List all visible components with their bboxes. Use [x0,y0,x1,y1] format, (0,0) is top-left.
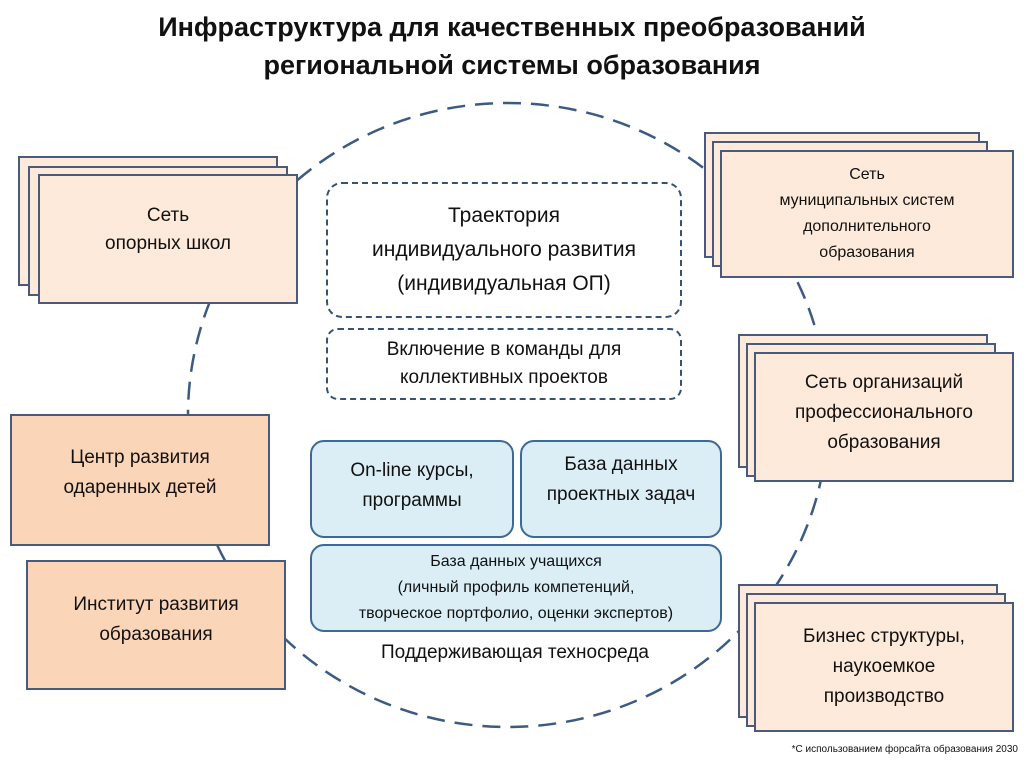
box-network-schools: Сеть опорных школ [38,174,298,304]
box-municipal-network: Сеть муниципальных систем дополнительног… [720,150,1014,278]
box-students-db: База данных учащихся (личный профиль ком… [310,544,722,632]
footnote: *С использованием форсайта образования 2… [791,744,1018,755]
box-professional-network: Сеть организаций профессионального образ… [754,352,1014,482]
technoenvironment-caption: Поддерживающая техносреда [381,642,649,663]
box-business: Бизнес структуры, наукоемкое производств… [754,602,1014,732]
box-teams: Включение в команды для коллективных про… [326,328,682,400]
box-online-courses: On-line курсы, программы [310,440,514,538]
title-line-2: региональной системы образования [263,50,761,80]
box-gifted-center: Центр развития одаренных детей [10,414,270,546]
box-projects-db: База данных проектных задач [520,440,722,538]
page-title: Инфраструктура для качественных преобраз… [0,8,1024,84]
title-line-1: Инфраструктура для качественных преобраз… [158,12,866,42]
box-trajectory: Траектория индивидуального развития (инд… [326,182,682,318]
box-institute: Институт развития образования [26,560,286,690]
